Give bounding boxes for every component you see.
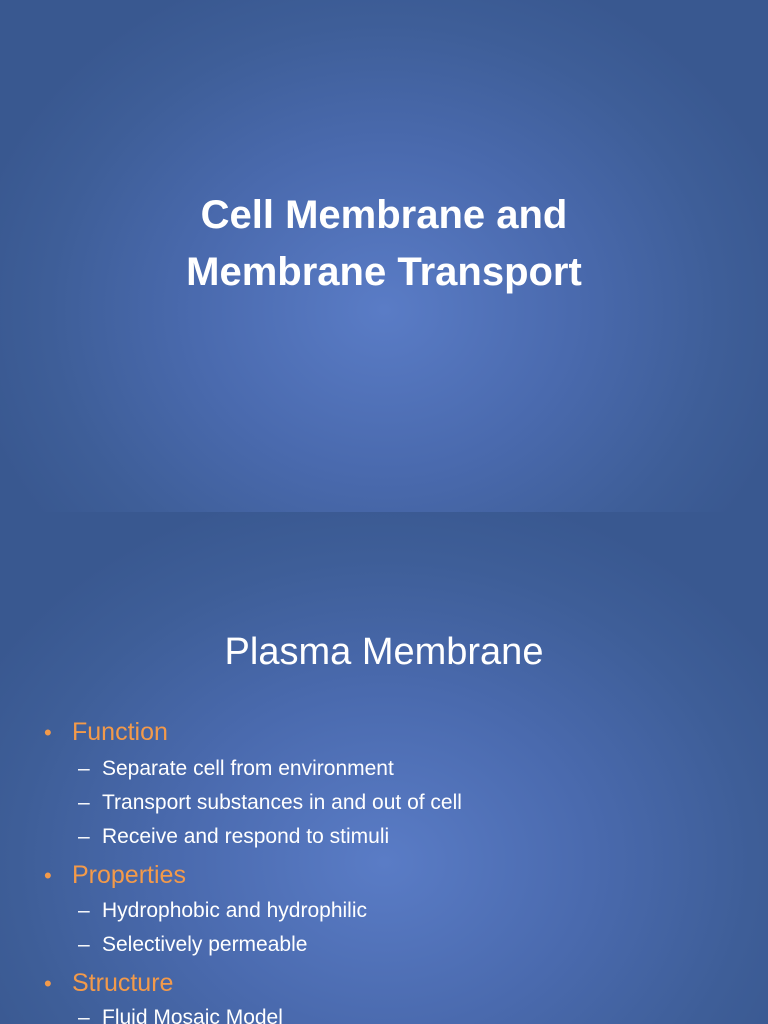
- dash-marker: –: [78, 933, 90, 956]
- bullet-label: Structure: [72, 969, 174, 997]
- list-item: –Hydrophobic and hydrophilic: [78, 897, 367, 925]
- bullet-heading-function: • Function: [44, 716, 168, 749]
- list-item: –Fluid Mosaic Model: [78, 1004, 283, 1024]
- bullet-marker: •: [44, 720, 52, 745]
- dash-marker: –: [78, 825, 90, 848]
- dash-marker: –: [78, 791, 90, 814]
- bullet-heading-properties: • Properties: [44, 859, 186, 892]
- content-slide: Plasma Membrane •Function –Separate cell…: [0, 512, 768, 1024]
- bullet-label: Function: [72, 718, 168, 746]
- list-item-text: Hydrophobic and hydrophilic: [102, 899, 367, 922]
- dash-marker: –: [78, 1006, 90, 1024]
- list-item: –Receive and respond to stimuli: [78, 823, 389, 851]
- list-item-text: Receive and respond to stimuli: [102, 825, 390, 848]
- list-item-text: Separate cell from environment: [102, 757, 394, 780]
- slide-heading: Plasma Membrane: [224, 631, 544, 673]
- list-item: –Transport substances in and out of cell: [78, 789, 462, 817]
- title-slide: Cell Membrane and Membrane Transport: [0, 0, 768, 512]
- list-item-text: Transport substances in and out of cell: [102, 791, 462, 814]
- list-item-text: Fluid Mosaic Model: [102, 1006, 283, 1024]
- list-item-text: Selectively permeable: [102, 933, 308, 956]
- slide-title-line-1: Cell Membrane and: [200, 193, 568, 237]
- list-item: –Selectively permeable: [78, 931, 307, 959]
- bullet-label: Properties: [72, 861, 186, 889]
- dash-marker: –: [78, 757, 90, 780]
- dash-marker: –: [78, 899, 90, 922]
- bullet-marker: •: [44, 863, 52, 888]
- bullet-heading-structure: • Structure: [44, 967, 173, 1000]
- slide-title-line-2: Membrane Transport: [186, 250, 582, 294]
- bullet-marker: •: [44, 971, 52, 996]
- list-item: –Separate cell from environment: [78, 755, 394, 783]
